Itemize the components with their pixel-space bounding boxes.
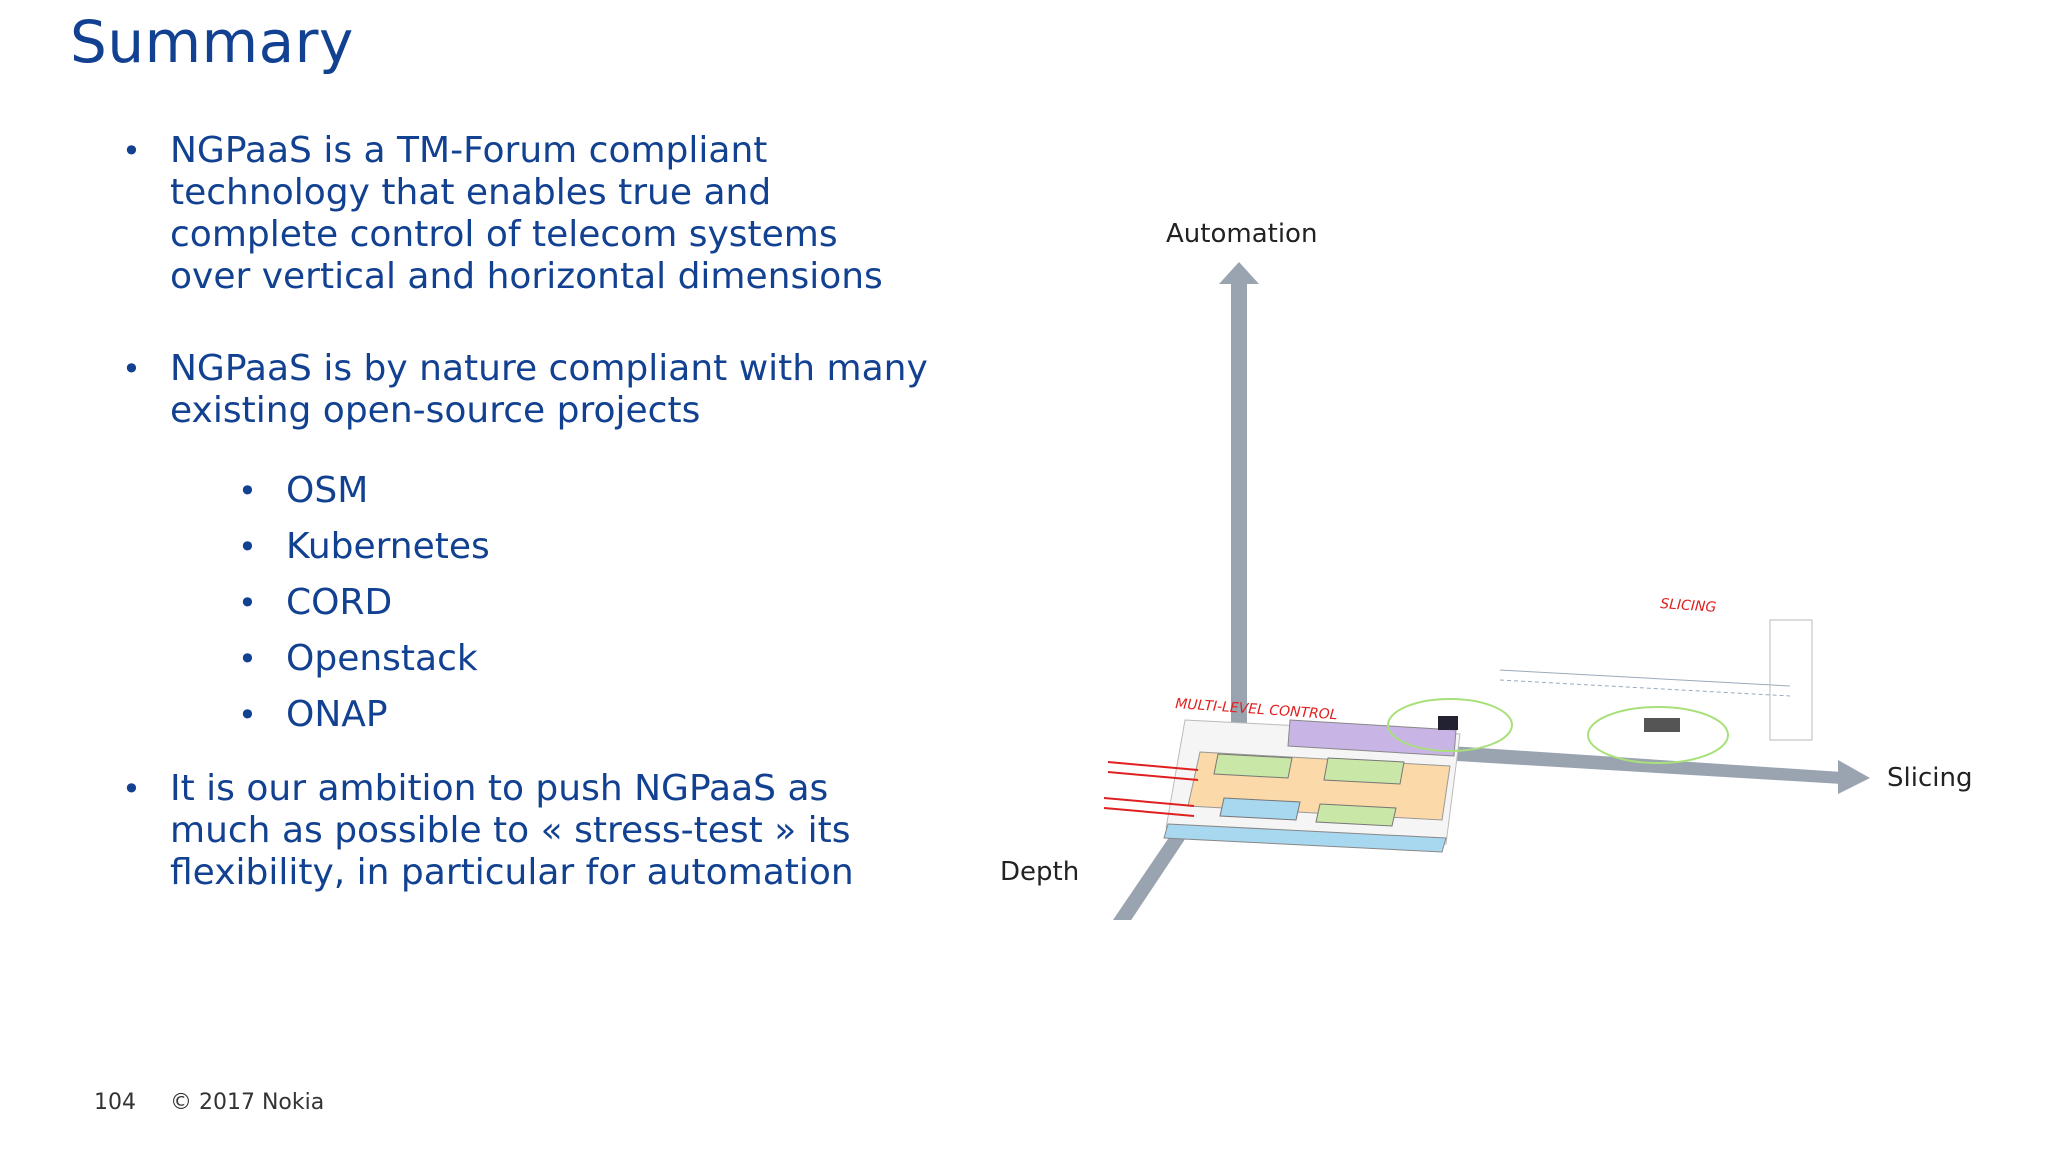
slice-link-1 bbox=[1499, 669, 1791, 687]
cloud-2 bbox=[1587, 706, 1729, 764]
three-axis-diagram: Automation Slicing Depth Horizontal dime… bbox=[960, 180, 2000, 1024]
red-arrow-2 bbox=[1107, 771, 1199, 781]
multi-level-control-caption: MULTI-LEVEL CONTROL bbox=[1175, 696, 1338, 723]
sub-bullet-text: CORD bbox=[286, 582, 393, 623]
automation-axis-shaft bbox=[1231, 280, 1247, 746]
bullet-dot: • bbox=[238, 528, 257, 566]
sub-bullet-item: • ONAP bbox=[238, 694, 388, 736]
copyright: © 2017 Nokia bbox=[170, 1090, 325, 1115]
bullet-dot: • bbox=[122, 770, 141, 808]
slicing-caption: SLICING bbox=[1660, 596, 1717, 616]
axis-label-depth: Depth bbox=[1000, 857, 1079, 887]
sub-bullet-item: • Kubernetes bbox=[238, 526, 490, 568]
block-blue-base bbox=[1163, 823, 1447, 853]
red-arrow-1 bbox=[1107, 761, 1199, 771]
bullet-item-1: • NGPaaS is a TM-Forum compliant technol… bbox=[122, 130, 883, 298]
bullet-dot: • bbox=[122, 350, 141, 388]
slicing-area: SLICING bbox=[1387, 596, 1813, 764]
sub-bullet-text: Kubernetes bbox=[286, 526, 490, 567]
red-arrow-4 bbox=[1103, 807, 1195, 817]
bullet-item-2: • NGPaaS is by nature compliant with man… bbox=[122, 348, 928, 432]
red-arrow-3 bbox=[1103, 797, 1195, 807]
diagram-svg: Automation Slicing Depth Horizontal dime… bbox=[1000, 219, 1972, 1024]
cloud-device-2 bbox=[1644, 718, 1680, 732]
cloud-1 bbox=[1387, 698, 1513, 752]
axis-label-slicing: Slicing bbox=[1887, 763, 1972, 793]
sub-bullet-item: • CORD bbox=[238, 582, 393, 624]
slice-link-2 bbox=[1499, 679, 1791, 697]
slicing-axis-arrowhead bbox=[1838, 760, 1870, 794]
automation-axis-arrowhead bbox=[1219, 262, 1259, 284]
page-number: 104 bbox=[94, 1090, 136, 1115]
bullet-text: It is our ambition to push NGPaaS as muc… bbox=[170, 768, 854, 893]
block-green-2 bbox=[1323, 757, 1405, 785]
bullet-item-3: • It is our ambition to push NGPaaS as m… bbox=[122, 768, 854, 894]
bullet-dot: • bbox=[238, 584, 257, 622]
multi-level-control-block: MULTI-LEVEL CONTROL bbox=[1103, 696, 1461, 853]
slide-title: Summary bbox=[70, 8, 354, 76]
bullet-text: NGPaaS is by nature compliant with many … bbox=[170, 348, 928, 431]
sub-bullet-text: OSM bbox=[286, 470, 369, 511]
bullet-dot: • bbox=[122, 132, 141, 170]
sub-bullet-text: ONAP bbox=[286, 694, 388, 735]
cloud-device-1 bbox=[1438, 716, 1458, 730]
sub-bullet-item: • Openstack bbox=[238, 638, 478, 680]
bullet-list: • NGPaaS is a TM-Forum compliant technol… bbox=[0, 0, 1000, 1000]
sub-bullet-text: Openstack bbox=[286, 638, 478, 679]
bullet-dot: • bbox=[238, 640, 257, 678]
bullet-text: NGPaaS is a TM-Forum compliant technolog… bbox=[170, 130, 883, 297]
automation-axis bbox=[1219, 262, 1259, 746]
sub-bullet-item: • OSM bbox=[238, 470, 369, 512]
block-green-3 bbox=[1315, 803, 1397, 827]
horizontal-dimension-caption: Horizontal dimension bbox=[1480, 567, 1619, 591]
slice-column bbox=[1769, 619, 1813, 741]
vertical-dimension-caption: Vertical dimension bbox=[1066, 656, 1144, 765]
axis-label-automation: Automation bbox=[1166, 219, 1317, 249]
bullet-dot: • bbox=[238, 696, 257, 734]
block-blue-1 bbox=[1219, 797, 1301, 821]
block-green-1 bbox=[1213, 753, 1293, 779]
bullet-dot: • bbox=[238, 472, 257, 510]
